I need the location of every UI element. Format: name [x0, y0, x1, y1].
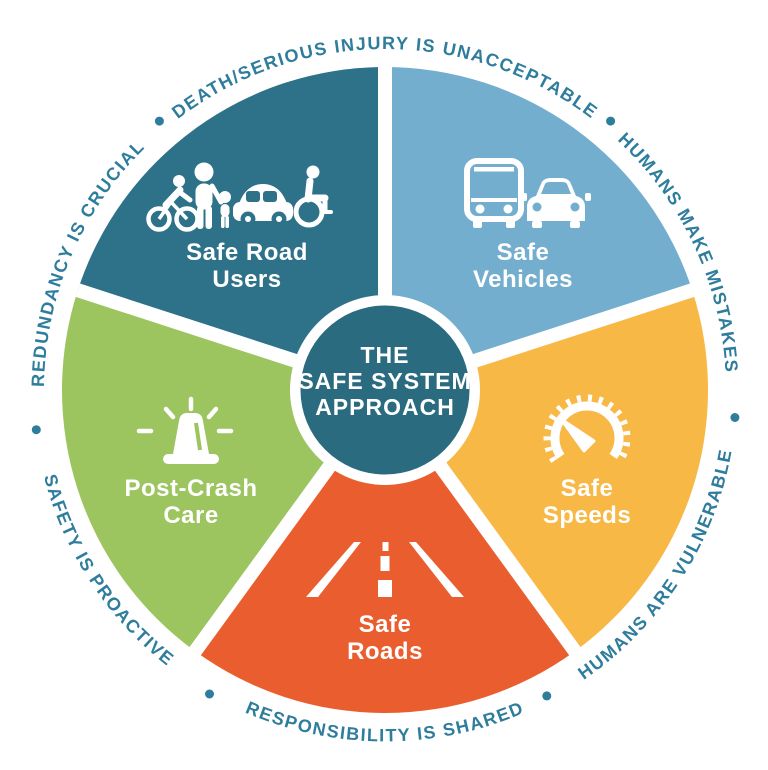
safe-roads-label-line2: Roads — [347, 638, 423, 665]
separator-dots — [31, 116, 740, 701]
post-crash-care-label-line1: Post-Crash — [124, 475, 257, 502]
separator-dot — [542, 691, 552, 701]
bus-and-car-icon — [464, 158, 591, 228]
separator-dot — [205, 689, 214, 699]
wedge-safe-roads — [195, 390, 575, 714]
separator-dot — [31, 425, 41, 435]
center-circle — [300, 305, 470, 475]
center-title-line1: THE — [361, 342, 410, 368]
post-crash-care-label-line2: Care — [163, 502, 218, 529]
center-title-line2: SAFE SYSTEM — [298, 368, 471, 394]
speedometer-icon — [543, 394, 631, 463]
road-icon — [306, 542, 464, 597]
safe-speeds-label-line2: Speeds — [543, 502, 631, 529]
road-users-icon — [146, 162, 333, 232]
emergency-siren-icon — [136, 396, 234, 464]
safe-roads-label-line1: Safe — [359, 611, 412, 638]
separator-dot — [154, 116, 164, 126]
separator-dot — [606, 116, 616, 126]
safe-road-users-label-line2: Users — [212, 266, 281, 293]
safe-speeds-label-line1: Safe — [561, 475, 614, 502]
center-title-line3: APPROACH — [315, 394, 455, 420]
separator-dot — [730, 413, 740, 422]
safe-vehicles-label-line2: Vehicles — [473, 266, 573, 293]
safe-road-users-label-line1: Safe Road — [186, 239, 308, 266]
safe-vehicles-label-line1: Safe — [497, 239, 550, 266]
